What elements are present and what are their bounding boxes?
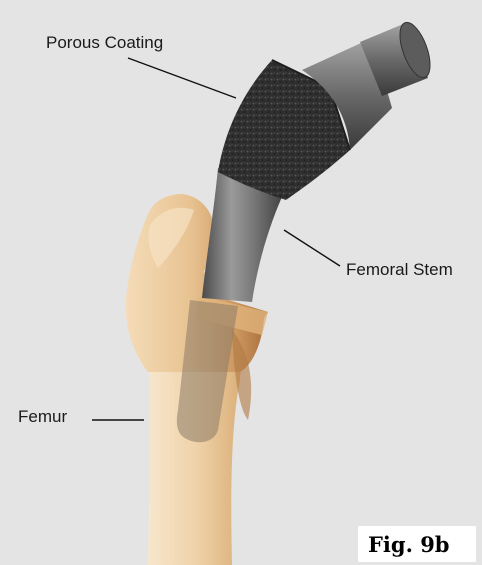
- femoral-stem-leader: [284, 230, 340, 266]
- femur-label: Femur: [18, 407, 67, 427]
- figure-caption: Fig. 9b: [368, 532, 450, 557]
- porous-coating-leader: [128, 58, 236, 98]
- porous-coating-label: Porous Coating: [46, 33, 163, 53]
- femoral-stem-label: Femoral Stem: [346, 260, 453, 280]
